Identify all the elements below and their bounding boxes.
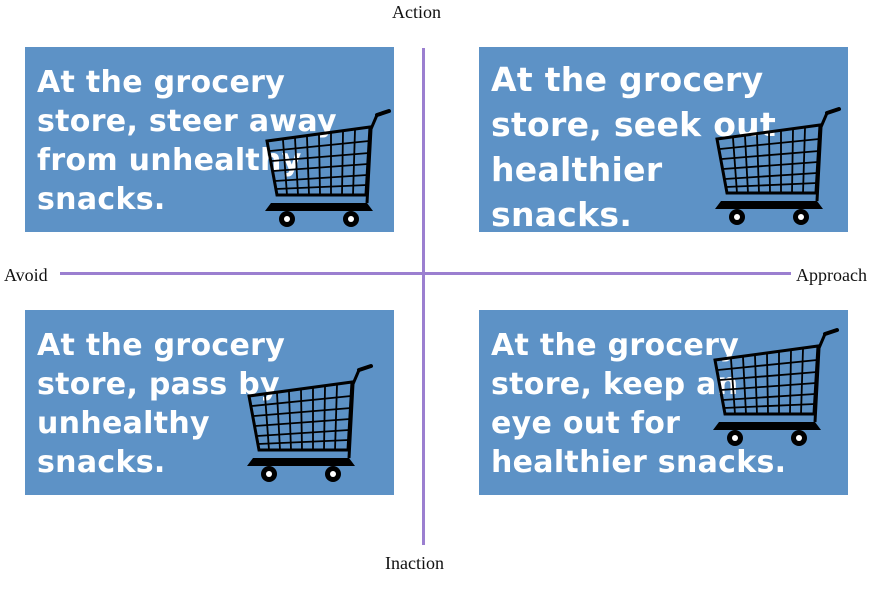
card-line: from unhealthy [37,143,302,178]
card-line: snacks. [491,195,633,234]
card-line: At the grocery [37,65,286,100]
card-line: unhealthy [37,406,210,441]
quadrant-card-inaction-approach: At the grocery store, keep an eye out fo… [479,310,848,495]
card-line: healthier snacks. [491,445,787,480]
card-line: At the grocery [491,328,740,363]
shopping-cart-icon [713,328,839,446]
axis-label-inaction: Inaction [385,553,444,573]
axis-label-action: Action [392,2,441,22]
card-line: eye out for [491,406,681,441]
card-line: snacks. [37,182,166,217]
card-line: healthier [491,150,663,189]
card-text: At the grocery store, pass by unhealthy … [37,326,287,482]
quadrant-card-inaction-avoid: At the grocery store, pass by unhealthy … [25,310,394,495]
card-text: At the grocery store, steer away from un… [37,63,337,219]
vertical-axis-line [422,48,425,545]
card-line: store, seek out [491,105,777,144]
shopping-cart-icon [265,109,391,227]
card-text: At the grocery store, seek out healthier… [491,57,777,237]
card-text: At the grocery store, keep an eye out fo… [491,326,787,482]
card-line: At the grocery [37,328,286,363]
axis-label-avoid: Avoid [4,265,48,285]
shopping-cart-icon [715,107,841,225]
quadrant-card-action-approach: At the grocery store, seek out healthier… [479,47,848,234]
quadrant-card-action-avoid: At the grocery store, steer away from un… [25,47,394,232]
shopping-cart-icon [247,364,373,482]
card-line: store, steer away [37,104,337,139]
card-line: store, keep an [491,367,739,402]
card-line: store, pass by [37,367,280,402]
axis-label-approach: Approach [796,265,867,285]
horizontal-axis-line [60,272,791,275]
card-line: snacks. [37,445,166,480]
card-line: At the grocery [491,60,764,99]
